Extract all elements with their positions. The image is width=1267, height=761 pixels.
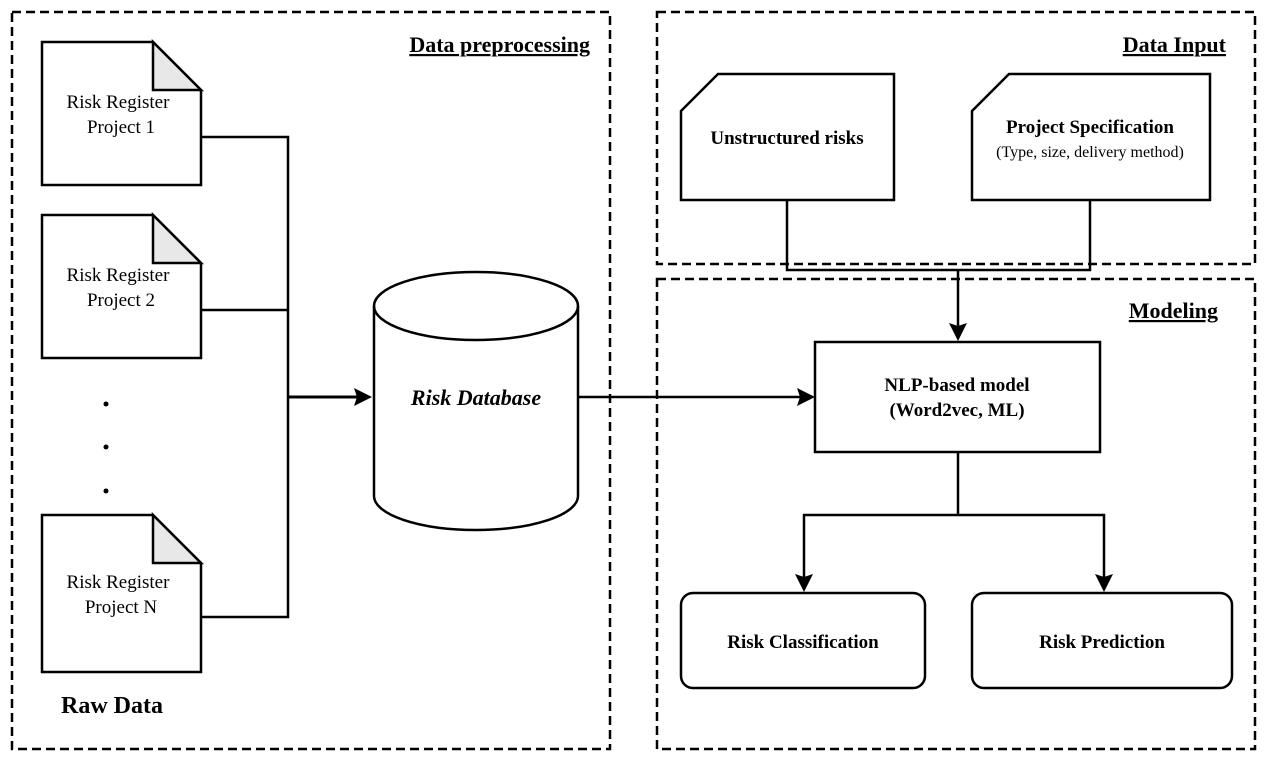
unstructured-risks-label: Unstructured risks <box>710 128 863 149</box>
inputs-to-model-connector <box>785 200 1092 341</box>
nlp-model-line2: (Word2vec, ML) <box>889 400 1024 421</box>
ellipsis-dots <box>103 401 109 494</box>
risk-register-document-1: Risk Register Project 1 <box>40 38 205 187</box>
project-specification-title: Project Specification <box>1006 117 1174 138</box>
documents-to-database-connector <box>201 135 372 619</box>
modeling-panel <box>655 277 1257 751</box>
document-n-line1: Risk Register <box>67 572 171 593</box>
modeling-title: Modeling <box>1129 298 1218 323</box>
nlp-model-line1: NLP-based model <box>884 375 1029 396</box>
risk-classification-label: Risk Classification <box>727 632 879 653</box>
risk-prediction-output: Risk Prediction <box>970 591 1234 690</box>
risk-classification-output: Risk Classification <box>679 591 927 690</box>
project-specification-input: Project Specification (Type, size, deliv… <box>970 72 1212 202</box>
risk-register-document-2: Risk Register Project 2 <box>40 211 205 360</box>
model-to-outputs-connector <box>795 452 1113 592</box>
database-to-model-arrow <box>578 388 815 406</box>
risk-prediction-label: Risk Prediction <box>1039 632 1165 653</box>
data-preprocessing-title: Data preprocessing <box>409 32 590 57</box>
risk-database-label: Risk Database <box>410 385 541 410</box>
data-input-title: Data Input <box>1123 32 1227 57</box>
nlp-model-box: NLP-based model (Word2vec, ML) <box>813 340 1102 454</box>
raw-data-caption: Raw Data <box>61 693 163 719</box>
document-1-line2: Project 1 <box>87 117 155 138</box>
risk-database-cylinder: Risk Database <box>372 270 580 532</box>
data-input-panel <box>655 10 1257 266</box>
project-specification-detail: (Type, size, delivery method) <box>996 144 1184 161</box>
risk-register-document-n: Risk Register Project N <box>40 511 205 674</box>
unstructured-risks-input: Unstructured risks <box>679 72 896 202</box>
document-2-line1: Risk Register <box>67 265 171 286</box>
document-n-line2: Project N <box>85 597 158 618</box>
document-1-line1: Risk Register <box>67 92 171 113</box>
data-preprocessing-panel <box>10 10 612 751</box>
document-2-line2: Project 2 <box>87 290 155 311</box>
